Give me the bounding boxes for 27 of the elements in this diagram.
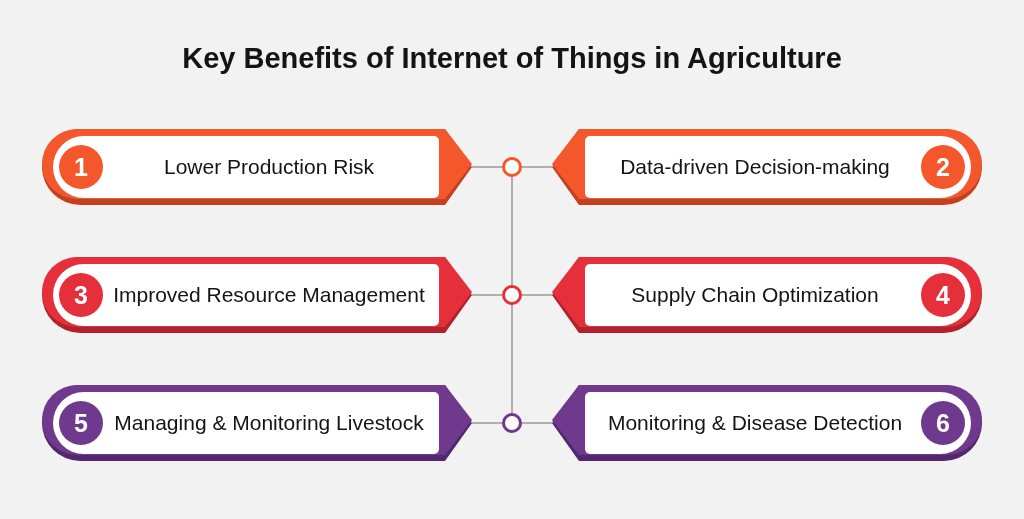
step-number: 4 <box>921 273 965 317</box>
connector-line <box>471 166 503 168</box>
connector-line <box>521 422 553 424</box>
step-number: 6 <box>921 401 965 445</box>
ribbon-card <box>552 257 982 333</box>
benefit-label: Managing & Monitoring Livestock <box>113 409 425 436</box>
connector-line <box>511 304 513 414</box>
step-number: 3 <box>59 273 103 317</box>
ribbon-card <box>552 129 982 205</box>
step-number: 1 <box>59 145 103 189</box>
step-number: 2 <box>921 145 965 189</box>
ribbon-card <box>42 129 472 205</box>
benefit-label: Improved Resource Management <box>112 281 426 308</box>
ribbon-card <box>42 257 472 333</box>
step-number: 5 <box>59 401 103 445</box>
benefit-label: Lower Production Risk <box>162 153 376 180</box>
benefit-label: Data-driven Decision-making <box>619 153 891 180</box>
benefit-label: Supply Chain Optimization <box>630 281 880 308</box>
ribbon-card <box>552 385 982 461</box>
connector-line <box>521 166 553 168</box>
ribbon-card <box>42 385 472 461</box>
connector-line <box>521 294 553 296</box>
benefit-label: Monitoring & Disease Detection <box>606 409 904 436</box>
connector-line <box>471 294 503 296</box>
connector-line <box>511 176 513 286</box>
diagram-title: Key Benefits of Internet of Things in Agriculture <box>181 41 843 76</box>
connector-line <box>471 422 503 424</box>
